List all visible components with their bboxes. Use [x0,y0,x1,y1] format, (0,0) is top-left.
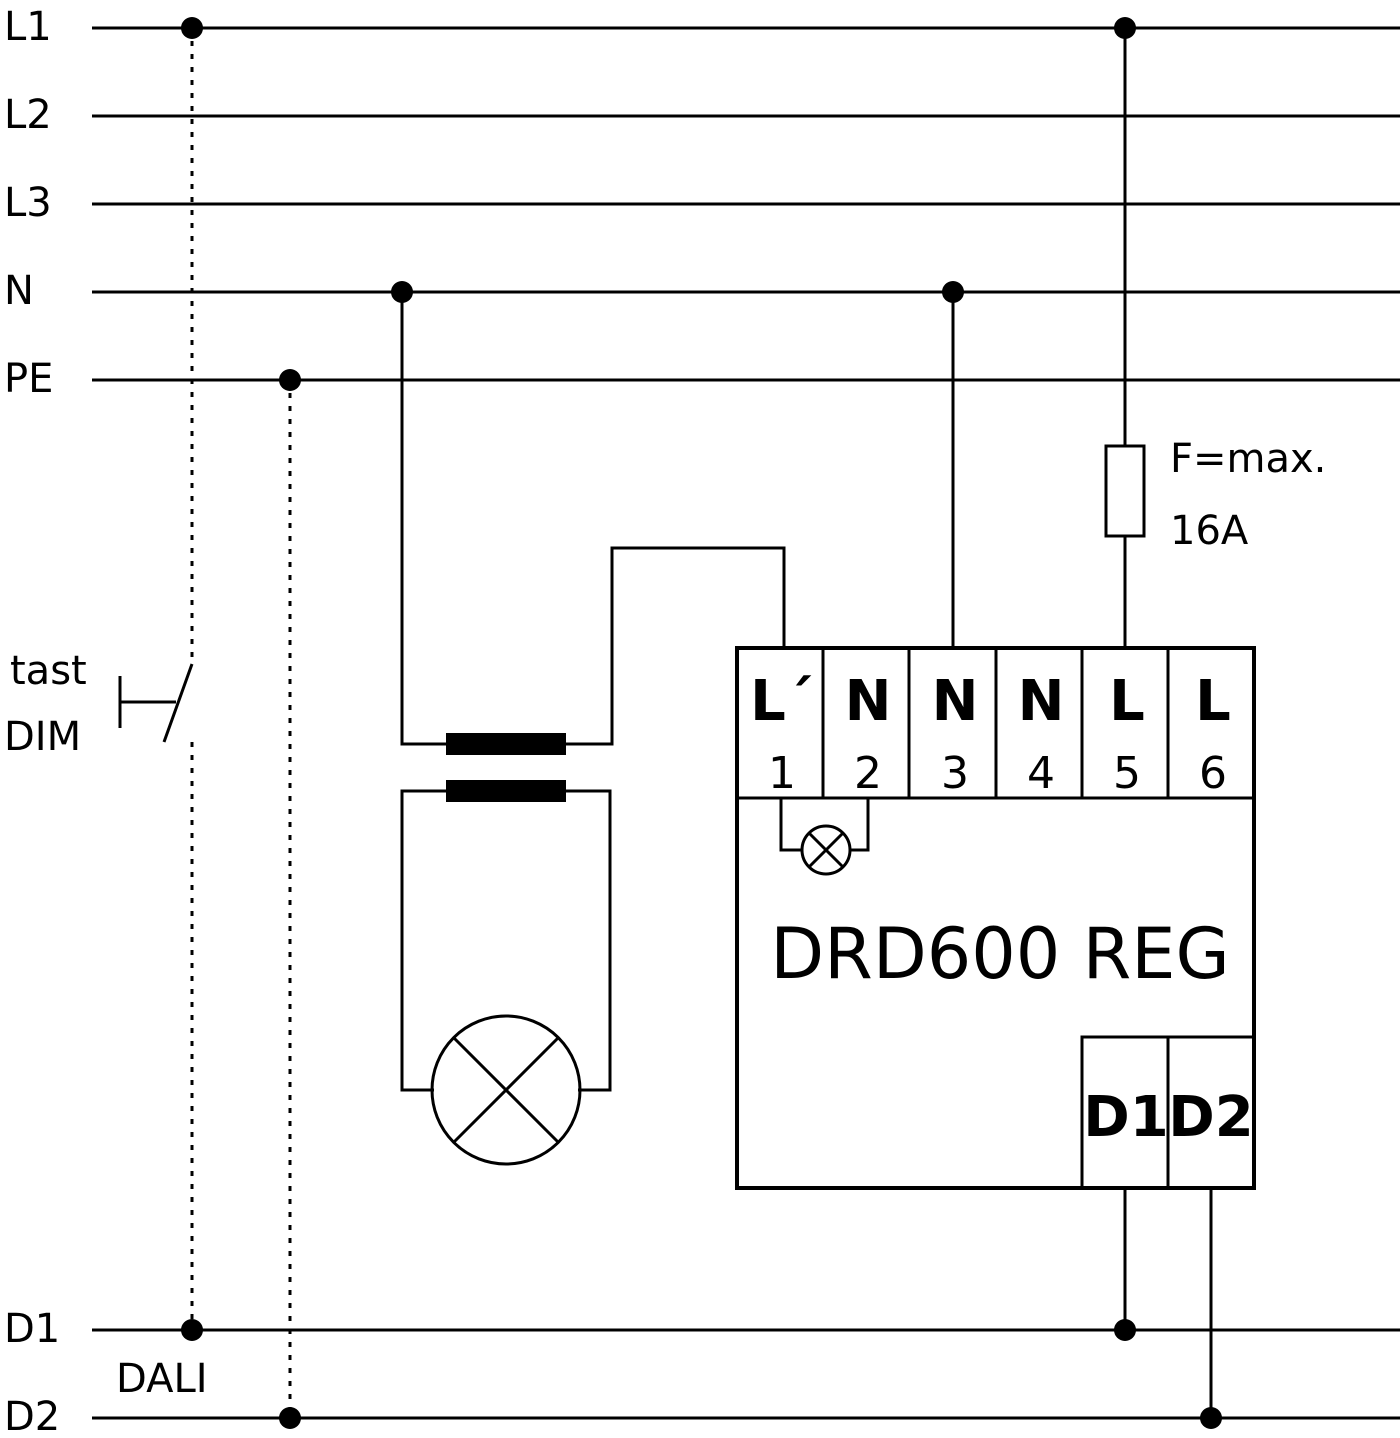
bus-label-n: N [4,268,34,314]
bus-label-l3: L3 [4,180,52,226]
junction-dot-n-device [942,281,964,303]
terminal-5: L 5 [1109,669,1145,799]
terminal-5-number: 5 [1113,748,1141,799]
junction-dot-d2-pe [279,1407,301,1429]
junction-dot-d1-device [1114,1319,1136,1341]
device-name: DRD600 REG [770,913,1229,995]
terminal-6: L 6 [1195,669,1231,799]
terminal-3-name: N [932,669,979,734]
neutral-wire-to-transformer [400,292,448,746]
pushbutton-label-dim: DIM [4,714,81,760]
terminal-4-number: 4 [1027,748,1055,799]
dali-terminal-d1: D1 [1083,1085,1168,1150]
fuse-label-current: 16A [1170,508,1249,554]
pushbutton-contact [162,663,194,743]
terminal-1-number: 1 [768,748,796,799]
junction-dot-d1-pushbutton [181,1319,203,1341]
bus-label-l1: L1 [4,4,52,50]
dali-terminal-block [1080,1035,1254,1188]
internal-lamp-icon [779,798,870,876]
terminal-2: N 2 [845,669,892,799]
fuse-label-rating: F=max. [1170,436,1326,482]
terminal-6-name: L [1195,669,1231,734]
junction-dot-n-transformer [391,281,413,303]
junction-dots [181,17,1222,1429]
terminal-1: L´ 1 [750,669,814,799]
bus-lines [92,26,1400,1420]
terminal-2-number: 2 [854,748,882,799]
terminal-4: N 4 [1018,669,1065,799]
terminal-6-number: 6 [1199,748,1227,799]
transformer-primary-winding [446,733,566,755]
terminal-3-number: 3 [941,748,969,799]
fuse-circuit: F=max. 16A [1104,28,1326,648]
terminal-1-name: L´ [750,669,814,734]
junction-dot-l1-fuse [1114,17,1136,39]
terminal-4-name: N [1018,669,1065,734]
transformer-secondary-winding [446,780,566,802]
terminal-3: N 3 [932,669,979,799]
dali-label: DALI [116,1356,208,1402]
device-drd600-reg: L´ 1 N 2 N 3 N 4 L 5 L 6 [735,646,1256,1190]
bus-label-l2: L2 [4,92,52,138]
pushbutton-circuit: tast DIM [4,28,194,1330]
secondary-wire-right [566,789,612,1092]
terminal-5-name: L [1109,669,1145,734]
fuse-icon [1104,444,1146,538]
terminal-2-name: N [845,669,892,734]
junction-dot-pe [279,369,301,391]
dali-terminal-d2: D2 [1168,1085,1253,1150]
pushbutton-label-tast: tast [10,648,87,694]
junction-dot-d2-device [1200,1407,1222,1429]
bus-label-d1: D1 [4,1306,60,1352]
bus-label-d2: D2 [4,1394,60,1438]
l-prime-wire-to-transformer [566,546,786,746]
junction-dot-l1-pushbutton [181,17,203,39]
bus-labels: L1 L2 L3 N PE D1 D2 [4,4,60,1438]
lamp-icon [430,1014,582,1166]
bus-label-pe: PE [4,356,53,402]
secondary-wire-left [400,789,446,1092]
lamp-circuit [400,292,786,1166]
